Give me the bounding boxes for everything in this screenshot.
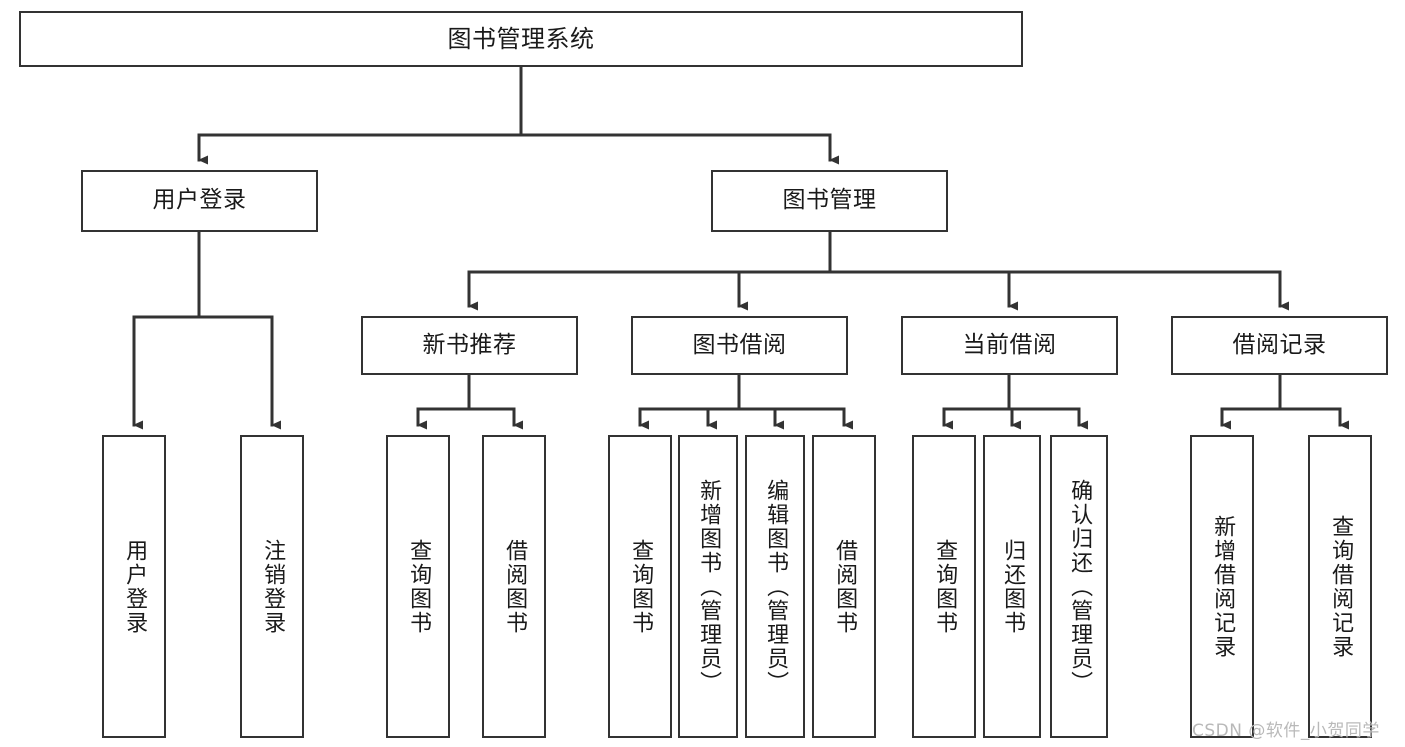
node-new-book-recommend-label: 新书推荐 [422,331,517,358]
leaf-add-borrow-record[interactable]: 新增借阅记录 [1190,435,1254,738]
leaf-logout[interactable]: 注销登录 [240,435,304,738]
csdn-watermark: CSDN @软件_小贺同学 [1192,721,1380,741]
leaf-borrow-book[interactable]: 借阅图书 [812,435,876,738]
leaf-query-books-borrow[interactable]: 查询图书 [608,435,672,738]
leaf-add-borrow-record-label: 新增借阅记录 [1210,514,1236,659]
node-borrow-records[interactable]: 借阅记录 [1171,316,1388,375]
leaf-borrow-books-new-label: 借阅图书 [502,538,528,635]
node-book-borrow-label: 图书借阅 [692,331,787,358]
leaf-query-books-new[interactable]: 查询图书 [386,435,450,738]
leaf-query-borrow-record-label: 查询借阅记录 [1328,514,1354,659]
leaf-confirm-return-admin-label: 确认归还（管理员） [1067,478,1093,695]
leaf-logout-label: 注销登录 [260,538,286,635]
node-root[interactable]: 图书管理系统 [19,11,1023,67]
leaf-query-books-borrow-label: 查询图书 [628,538,654,635]
node-book-management[interactable]: 图书管理 [711,170,948,232]
node-new-book-recommend[interactable]: 新书推荐 [361,316,578,375]
leaf-query-books-current[interactable]: 查询图书 [912,435,976,738]
node-book-management-label: 图书管理 [782,187,877,214]
leaf-confirm-return-admin[interactable]: 确认归还（管理员） [1050,435,1108,738]
leaf-borrow-book-label: 借阅图书 [832,538,858,635]
leaf-add-book-admin[interactable]: 新增图书（管理员） [678,435,738,738]
leaf-query-books-new-label: 查询图书 [406,538,432,635]
node-current-borrow-label: 当前借阅 [962,331,1057,358]
leaf-user-login-label: 用户登录 [122,538,148,635]
leaf-return-book-label: 归还图书 [1000,538,1026,635]
leaf-return-book[interactable]: 归还图书 [983,435,1041,738]
node-root-label: 图书管理系统 [447,24,595,53]
leaf-query-books-current-label: 查询图书 [932,538,958,635]
node-borrow-records-label: 借阅记录 [1232,331,1327,358]
node-user-login[interactable]: 用户登录 [81,170,318,232]
node-book-borrow[interactable]: 图书借阅 [631,316,848,375]
node-user-login-label: 用户登录 [152,187,247,214]
node-current-borrow[interactable]: 当前借阅 [901,316,1118,375]
leaf-query-borrow-record[interactable]: 查询借阅记录 [1308,435,1372,738]
leaf-edit-book-admin[interactable]: 编辑图书（管理员） [745,435,805,738]
leaf-add-book-admin-label: 新增图书（管理员） [696,478,722,695]
leaf-borrow-books-new[interactable]: 借阅图书 [482,435,546,738]
leaf-user-login[interactable]: 用户登录 [102,435,166,738]
leaf-edit-book-admin-label: 编辑图书（管理员） [763,478,789,695]
